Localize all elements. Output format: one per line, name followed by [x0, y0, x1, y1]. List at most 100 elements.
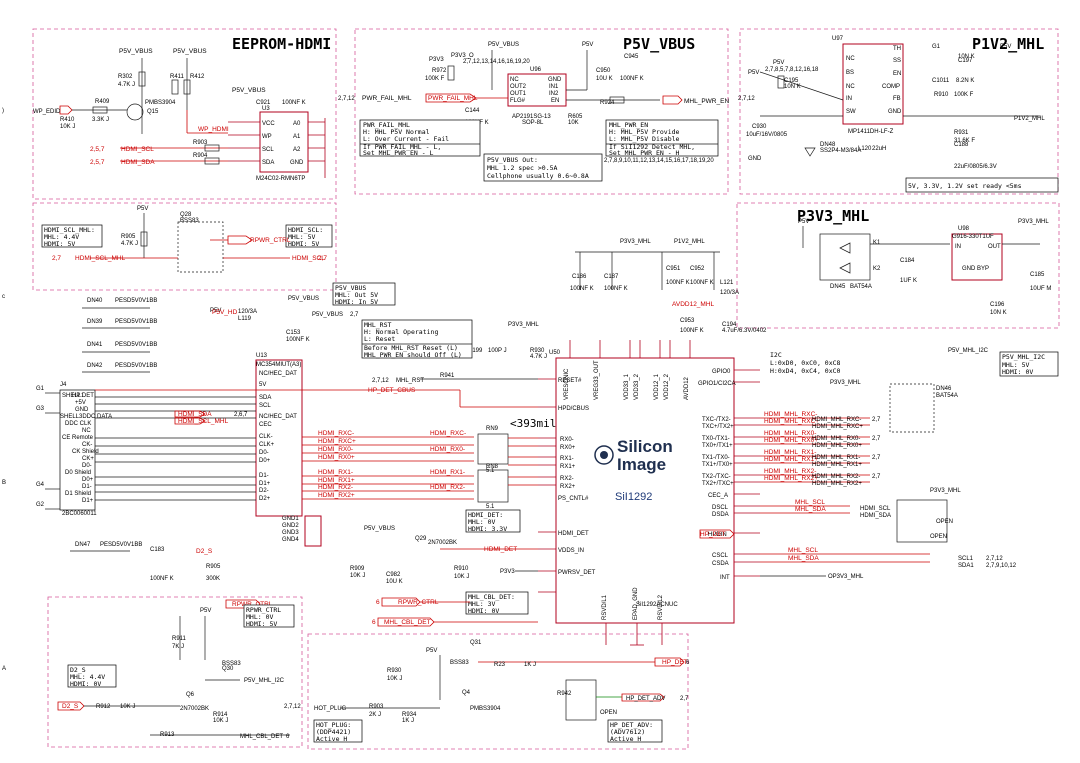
svg-text:MHL_SCL: MHL_SCL [795, 499, 825, 506]
svg-text:P5V: P5V [210, 308, 221, 314]
svg-text:C194: C194 [722, 322, 737, 328]
svg-text:2N7002BK: 2N7002BK [428, 540, 457, 546]
eeprom-circuit: P5V_VBUS P5V_VBUS P5V_VBUS R302 4.7K J R… [33, 48, 326, 182]
level-shift-frame [32, 202, 337, 291]
svg-text:BYP: BYP [977, 266, 989, 272]
svg-text:HDMI_RX2-: HDMI_RX2- [430, 484, 465, 491]
svg-text:BAT54A: BAT54A [936, 393, 958, 399]
svg-text:DN39: DN39 [87, 319, 103, 325]
svg-text:GND: GND [548, 77, 562, 83]
svg-text:U50: U50 [549, 350, 561, 356]
svg-text:U97: U97 [832, 36, 844, 42]
svg-text:HDMI: 3.3V: HDMI: 3.3V [468, 525, 507, 533]
svg-text:INT: INT [720, 575, 730, 581]
svg-text:SDA: SDA [262, 160, 274, 166]
svg-text:HDMI_MHL_RX2+: HDMI_MHL_RX2+ [764, 475, 818, 482]
svg-text:EN: EN [551, 98, 559, 104]
tx-output-nets: HDMI_MHL_RXC- HDMI_MHL_RXC+ HDMI_MHL_RX0… [760, 411, 881, 487]
svg-text:OPEN: OPEN [600, 710, 617, 716]
svg-text:VDDS_IN: VDDS_IN [558, 548, 584, 554]
svg-text:VCC: VCC [262, 121, 275, 127]
svg-text:HDMI: 0V: HDMI: 0V [468, 607, 499, 615]
trace-length-note: <393mil [510, 417, 556, 430]
svg-text:D2+: D2+ [259, 496, 271, 502]
hp-det-frame [307, 633, 689, 750]
svg-text:SiI1292ACNUC: SiI1292ACNUC [636, 602, 678, 608]
svg-text:RX2+: RX2+ [560, 484, 576, 490]
middle-notes: P5V_VBUS MHL: Out 5V HDMI: In 5V MHL_RST… [332, 282, 529, 615]
svg-text:PESD5V0V1BB: PESD5V0V1BB [115, 298, 157, 304]
svg-text:P1V2_MHL: P1V2_MHL [1014, 116, 1045, 122]
svg-text:C921: C921 [256, 100, 271, 106]
svg-text:HP_DET: HP_DET [700, 531, 726, 538]
svg-text:6: 6 [372, 619, 376, 626]
svg-text:22uF/0805/6.3V: 22uF/0805/6.3V [954, 164, 997, 170]
svg-text:MHL_RST: MHL_RST [396, 378, 424, 384]
svg-text:K2: K2 [873, 266, 881, 272]
svg-text:R912: R912 [96, 704, 111, 710]
svg-text:SCL: SCL [259, 403, 271, 409]
svg-text:R941: R941 [440, 373, 455, 379]
svg-text:RX1+: RX1+ [560, 464, 576, 470]
svg-text:P5V_MHL_I2C: P5V_MHL_I2C [948, 348, 989, 354]
svg-text:MHL 1.2 spec >0.5A: MHL 1.2 spec >0.5A [487, 164, 558, 172]
svg-text:WP: WP [262, 134, 272, 140]
svg-text:B: B [2, 480, 6, 486]
middle-signals: 2,7,12 MHL_RST R941 HP_DET_CBUS P5V_VBUS… [150, 373, 538, 627]
svg-text:VDD33_1: VDD33_1 [624, 373, 630, 400]
svg-text:RX0+: RX0+ [560, 445, 576, 451]
svg-text:HDMI_MHL_RXC+: HDMI_MHL_RXC+ [764, 418, 819, 425]
net-label-p5v-vbus-1: P5V_VBUS [119, 48, 153, 55]
svg-text:P5V: P5V [137, 206, 148, 212]
svg-text:A0: A0 [293, 121, 301, 127]
svg-text:1UF K: 1UF K [900, 278, 917, 284]
svg-text:HDMI_DET: HDMI_DET [484, 546, 517, 553]
svg-text:G1: G1 [36, 386, 45, 392]
svg-text:PS_CNTL#: PS_CNTL# [558, 496, 589, 502]
main-ic-power: P3V3_MHL P1V2_MHL C186 100NF K C187 100N… [468, 239, 767, 360]
svg-text:2,6,7: 2,6,7 [234, 412, 248, 418]
svg-text:Q30: Q30 [222, 666, 234, 672]
svg-text:P3V3: P3V3 [500, 569, 515, 575]
svg-text:MP1411DH-LF-Z: MP1411DH-LF-Z [848, 129, 894, 135]
p3v3-mhl-frame [736, 202, 1060, 329]
p5v-switch-ic-u96 [507, 73, 567, 107]
hp-det-circuit: P5V Q31 BSS83 R23 1K J HP_DET 6 R930 10K… [284, 640, 690, 743]
svg-text:AP2191SG-13: AP2191SG-13 [512, 114, 551, 120]
svg-text:IN2: IN2 [549, 91, 559, 97]
svg-text:L120: L120 [858, 146, 872, 152]
svg-text:HDMI: 0V: HDMI: 0V [1002, 368, 1033, 376]
svg-text:P3V3_MHL: P3V3_MHL [508, 322, 539, 328]
svg-text:10K J: 10K J [60, 124, 75, 130]
svg-text:BAT54A: BAT54A [850, 284, 872, 290]
svg-text:Q31: Q31 [470, 640, 482, 646]
svg-text:GPIO0: GPIO0 [712, 369, 731, 375]
net-pwr-fail: PWR_FAIL_MHL [428, 95, 478, 102]
svg-text:2,7,12: 2,7,12 [738, 96, 755, 102]
svg-text:D2_S: D2_S [62, 703, 79, 710]
eeprom-part: M24C02-RMN6TP [256, 176, 305, 182]
svg-text:Cellphone usually 0.6~0.8A: Cellphone usually 0.6~0.8A [487, 172, 589, 180]
svg-text:VDD12_2: VDD12_2 [664, 373, 670, 400]
svg-text:SS: SS [893, 58, 901, 64]
svg-text:MHL_CBL_DET: MHL_CBL_DET [384, 619, 431, 626]
connector-wiring: HDMI_SDA HDMI_SCL_MHL 2,6,7 [95, 389, 460, 501]
svg-text:CK+: CK+ [82, 456, 94, 462]
svg-text:2,7: 2,7 [680, 696, 689, 702]
svg-text:D2-: D2- [259, 488, 269, 494]
svg-text:Image: Image [617, 455, 666, 474]
svg-text:NC: NC [510, 77, 519, 83]
svg-text:P1V2_MHL: P1V2_MHL [674, 239, 705, 245]
svg-text:HDMI: 0V: HDMI: 0V [70, 680, 101, 688]
svg-text:NC/HEC_DAT: NC/HEC_DAT [259, 414, 297, 420]
svg-text:R931: R931 [954, 130, 969, 136]
svg-text:EPAD_GND: EPAD_GND [633, 587, 639, 620]
svg-text:2,7: 2,7 [872, 474, 881, 480]
svg-text:C186: C186 [572, 274, 587, 280]
svg-text:SCL: SCL [262, 147, 274, 153]
svg-text:10N K: 10N K [958, 54, 975, 60]
svg-text:DN47: DN47 [75, 542, 91, 548]
svg-text:R942: R942 [557, 691, 572, 697]
svg-text:D0-: D0- [82, 463, 92, 469]
mux-ic-u13 [255, 359, 303, 517]
